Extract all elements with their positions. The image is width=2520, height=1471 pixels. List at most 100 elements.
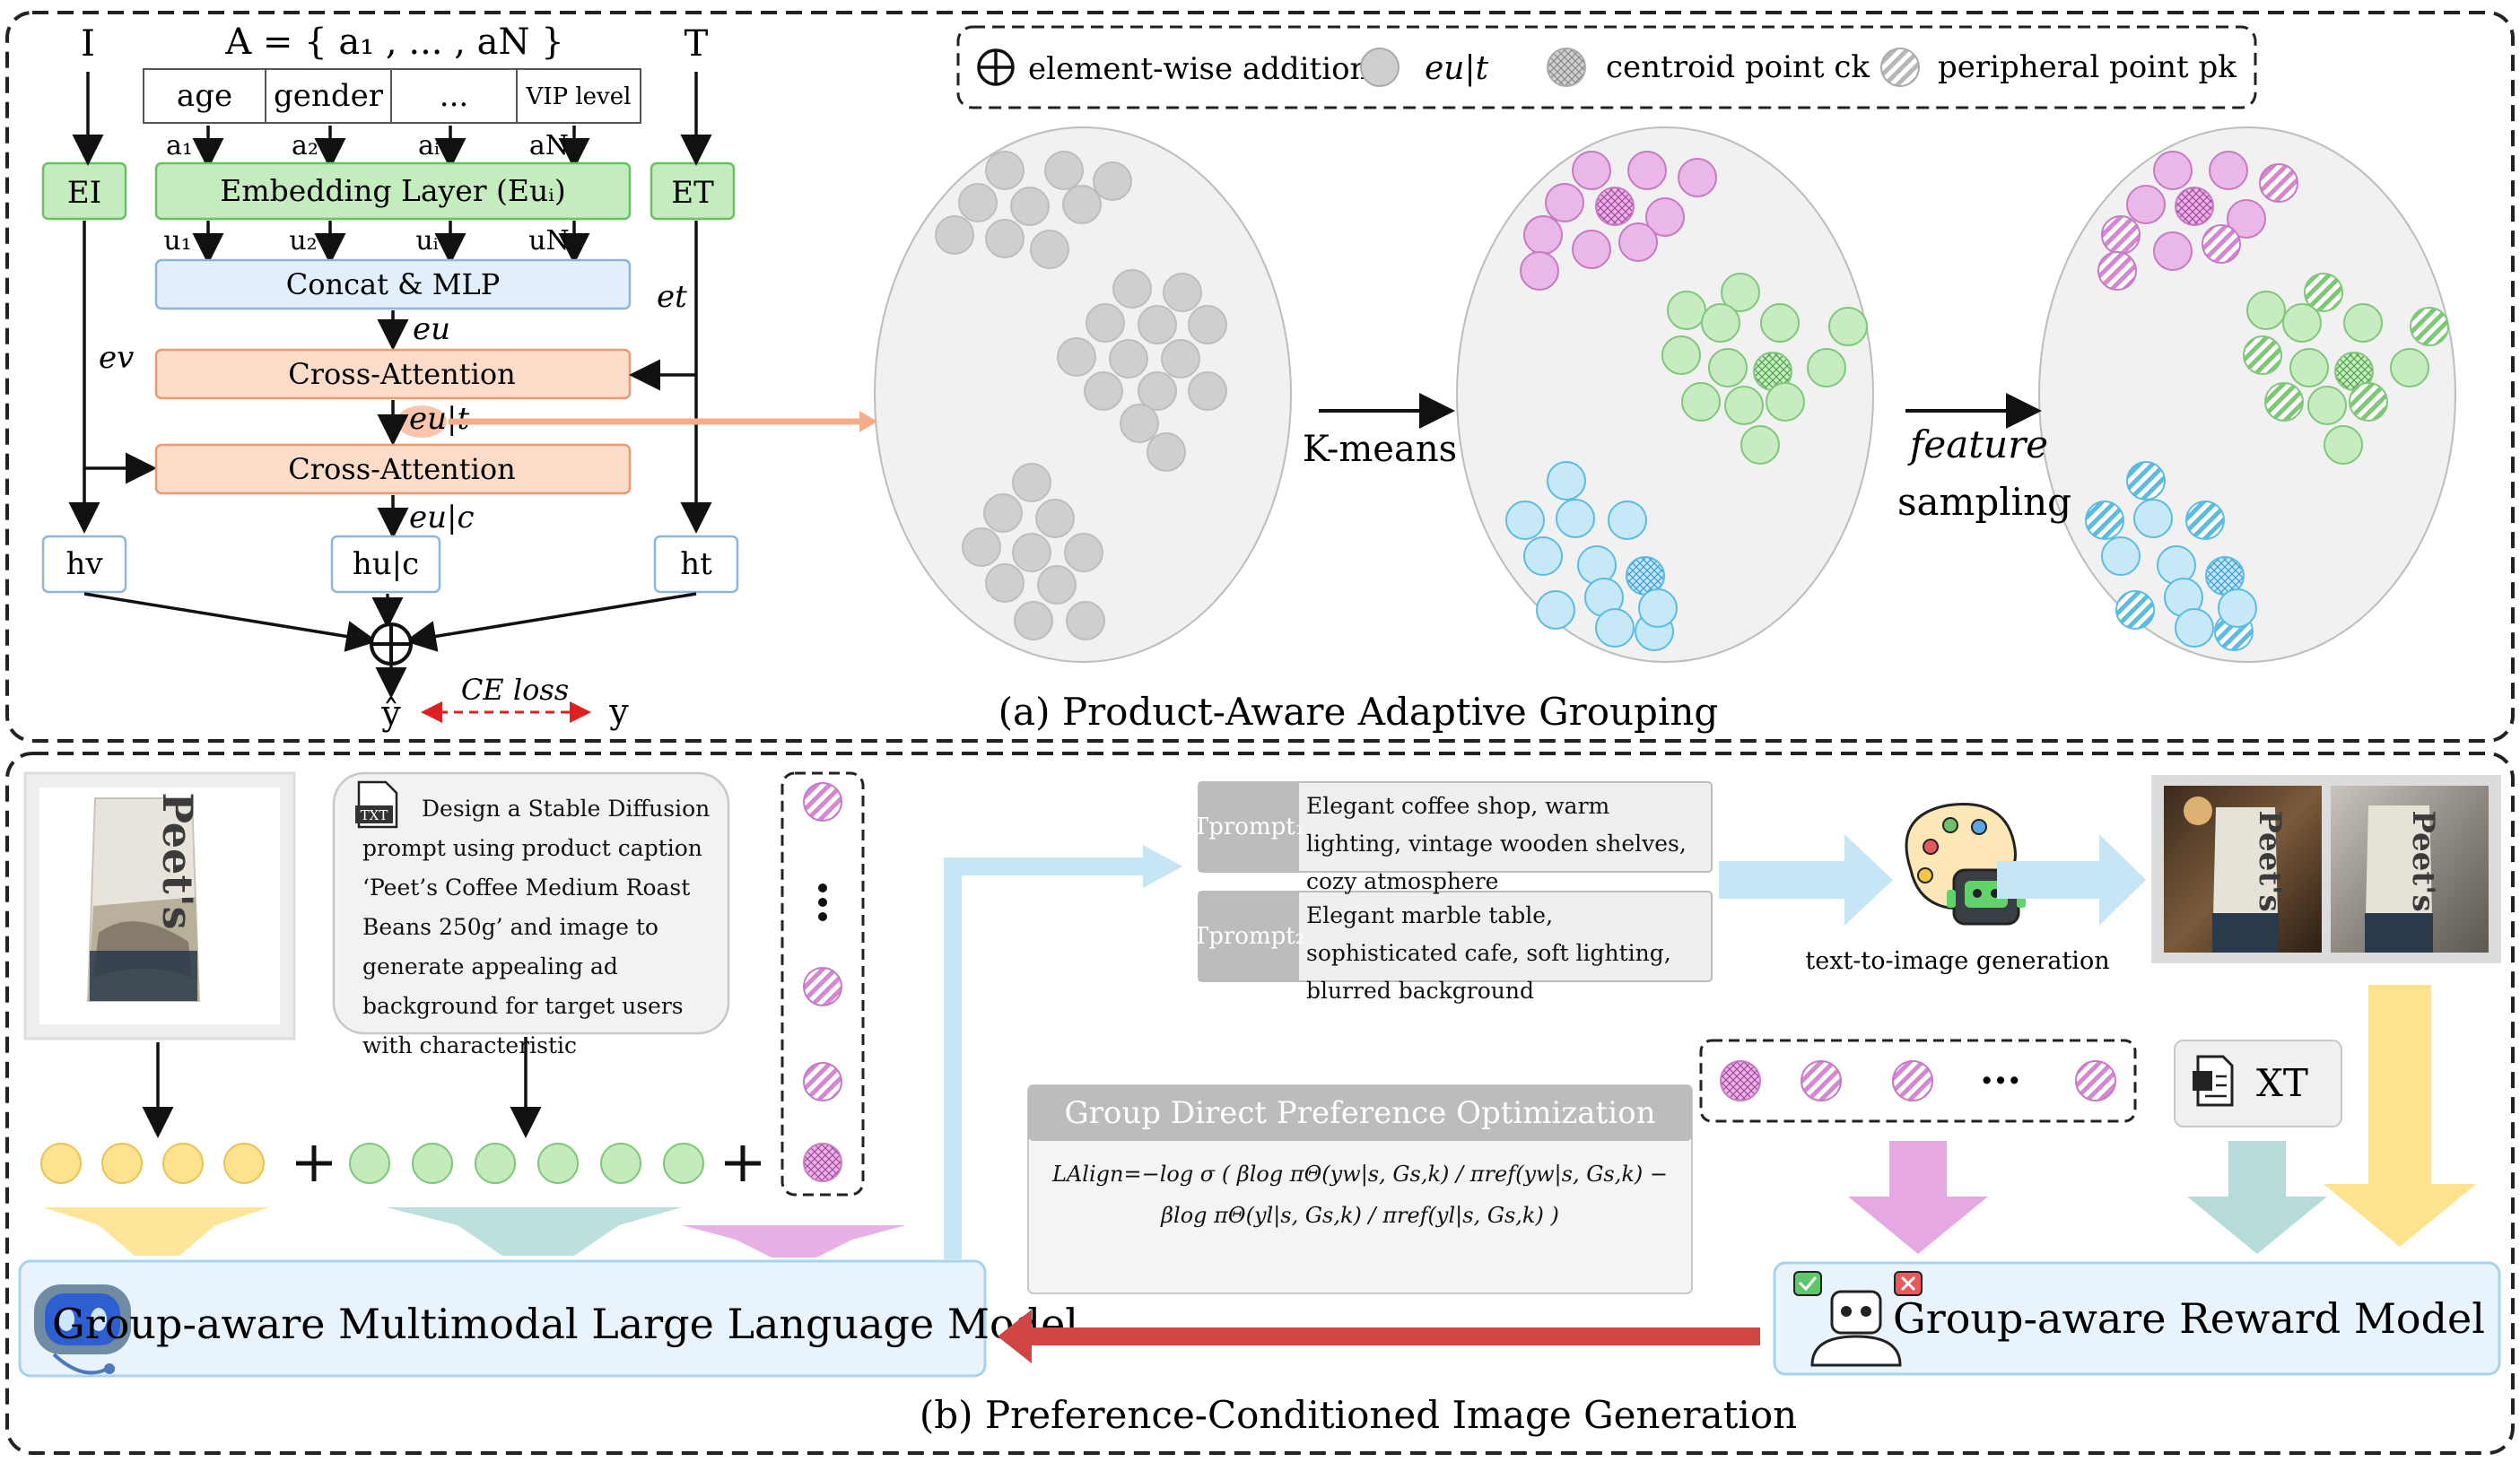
kmeans-points <box>1505 151 1868 651</box>
pink-point <box>1523 215 1563 255</box>
cross-attention-1-label: Cross-Attention <box>288 357 515 391</box>
legend-peripheral-icon <box>1880 48 1920 87</box>
ht-label: ht <box>680 546 712 582</box>
panel-b-frame <box>5 752 2515 1455</box>
legend-addition-label: element-wise addition <box>1028 51 1369 87</box>
green-point <box>1721 273 1760 312</box>
raw-point <box>985 563 1025 603</box>
pink-point <box>1572 151 1611 190</box>
raw-point <box>1120 404 1159 443</box>
cyan-point <box>2175 608 2214 648</box>
attribute-input-arrows <box>192 126 590 170</box>
cross-attention-2-box <box>154 443 632 495</box>
cyan-point <box>1536 590 1575 630</box>
xt-label: XT <box>2256 1061 2308 1105</box>
green-point <box>1724 386 1764 425</box>
cyan-peripheral <box>2115 590 2155 630</box>
u-output-2: u₂ <box>289 225 317 257</box>
pink-peripheral <box>2202 224 2241 264</box>
txt-file-icon: TXT <box>355 780 398 829</box>
attr-input-i: aᵢ <box>418 130 440 161</box>
attribute-gender: gender <box>274 78 384 114</box>
robot-icon <box>34 1284 131 1375</box>
pink-point <box>1627 151 1667 190</box>
huc-label: hu|c <box>353 546 419 582</box>
huc-box <box>330 535 441 594</box>
product-image: Peet's <box>23 771 296 1040</box>
pink-point <box>1645 197 1685 237</box>
cyan-peripheral <box>2126 461 2166 500</box>
green-point <box>2324 425 2363 465</box>
reward-model-box <box>1773 1261 2501 1376</box>
input-i-label: I <box>81 23 95 65</box>
pink-point <box>2126 185 2166 224</box>
plus-1 <box>296 1145 332 1181</box>
cyan-point <box>1595 608 1635 648</box>
green-point <box>1766 382 1805 422</box>
teal-down-arrow <box>2187 1141 2327 1254</box>
tprompt2-text: Elegant marble table, sophisticated cafe… <box>1306 902 1671 1004</box>
raw-point <box>1138 305 1177 344</box>
cross-attention-2-label: Cross-Attention <box>288 452 515 486</box>
raw-point <box>1093 161 1132 201</box>
mllm-label: Group-aware Multimodal Large Language Mo… <box>52 1300 1078 1348</box>
raw-point <box>1014 601 1053 640</box>
ht-box <box>653 535 739 594</box>
raw-point <box>1012 533 1051 572</box>
raw-point <box>1044 151 1084 190</box>
raw-point <box>1086 303 1125 343</box>
caption-b: (b) Preference-Conditioned Image Generat… <box>920 1393 1797 1437</box>
attribute-age: age <box>177 78 232 114</box>
cyan-point <box>1523 536 1563 576</box>
raw-point <box>962 527 1001 567</box>
input-t-label: T <box>684 23 709 65</box>
pink-point <box>1520 251 1559 291</box>
raw-point <box>1138 371 1177 411</box>
kmeans-label: K-means <box>1303 429 1457 470</box>
attribute-table: age gender ... VIP level <box>143 68 641 124</box>
legend-centroid-label: centroid point ck <box>1606 49 1870 85</box>
raw-point <box>1037 565 1077 605</box>
y-hat-label: ŷ <box>380 693 401 733</box>
cyan-peripheral <box>2085 500 2124 540</box>
cyan-point <box>1638 588 1678 628</box>
pink-point <box>1678 158 1717 197</box>
cyan-point <box>1547 461 1586 500</box>
pink-peripheral <box>2101 215 2141 255</box>
green-point <box>2289 348 2329 387</box>
raw-point <box>935 215 974 255</box>
pink-point <box>2153 151 2193 190</box>
green-point <box>2390 348 2429 387</box>
green-point <box>1681 382 1721 422</box>
hv-box <box>41 535 127 594</box>
legend-eut-icon <box>1360 48 1400 87</box>
generated-brand-2: Peet's <box>2405 810 2441 911</box>
generated-brand-1: Peet's <box>2252 810 2288 911</box>
green-peripheral <box>2349 382 2388 422</box>
raw-point <box>1147 432 1186 472</box>
green-point <box>1807 348 1846 387</box>
raw-point <box>983 493 1023 533</box>
cyan-point <box>1577 545 1617 585</box>
raw-point <box>1109 339 1148 379</box>
attribute-ellipsis: ... <box>440 78 468 114</box>
green-point <box>1708 348 1748 387</box>
pink-down-arrow <box>1848 1141 1988 1254</box>
pink-peripheral <box>2097 251 2137 291</box>
prompt-bubble <box>332 771 730 1035</box>
raw-point <box>1066 601 1105 640</box>
mllm-box <box>18 1259 987 1378</box>
pink-point <box>2227 199 2266 239</box>
pink-funnel <box>682 1225 906 1258</box>
text-encoder-label: ET <box>671 175 714 211</box>
green-point <box>2307 386 2347 425</box>
image-tokens <box>40 1143 265 1184</box>
document-icon <box>2193 1055 2234 1107</box>
u-output-n: uN <box>528 225 570 257</box>
yellow-funnel <box>43 1207 269 1256</box>
raw-point <box>1057 337 1096 377</box>
raw-point <box>1012 463 1051 502</box>
feature-label: feature <box>1907 422 2048 466</box>
mllm-to-prompts-arrow <box>944 857 1148 1259</box>
